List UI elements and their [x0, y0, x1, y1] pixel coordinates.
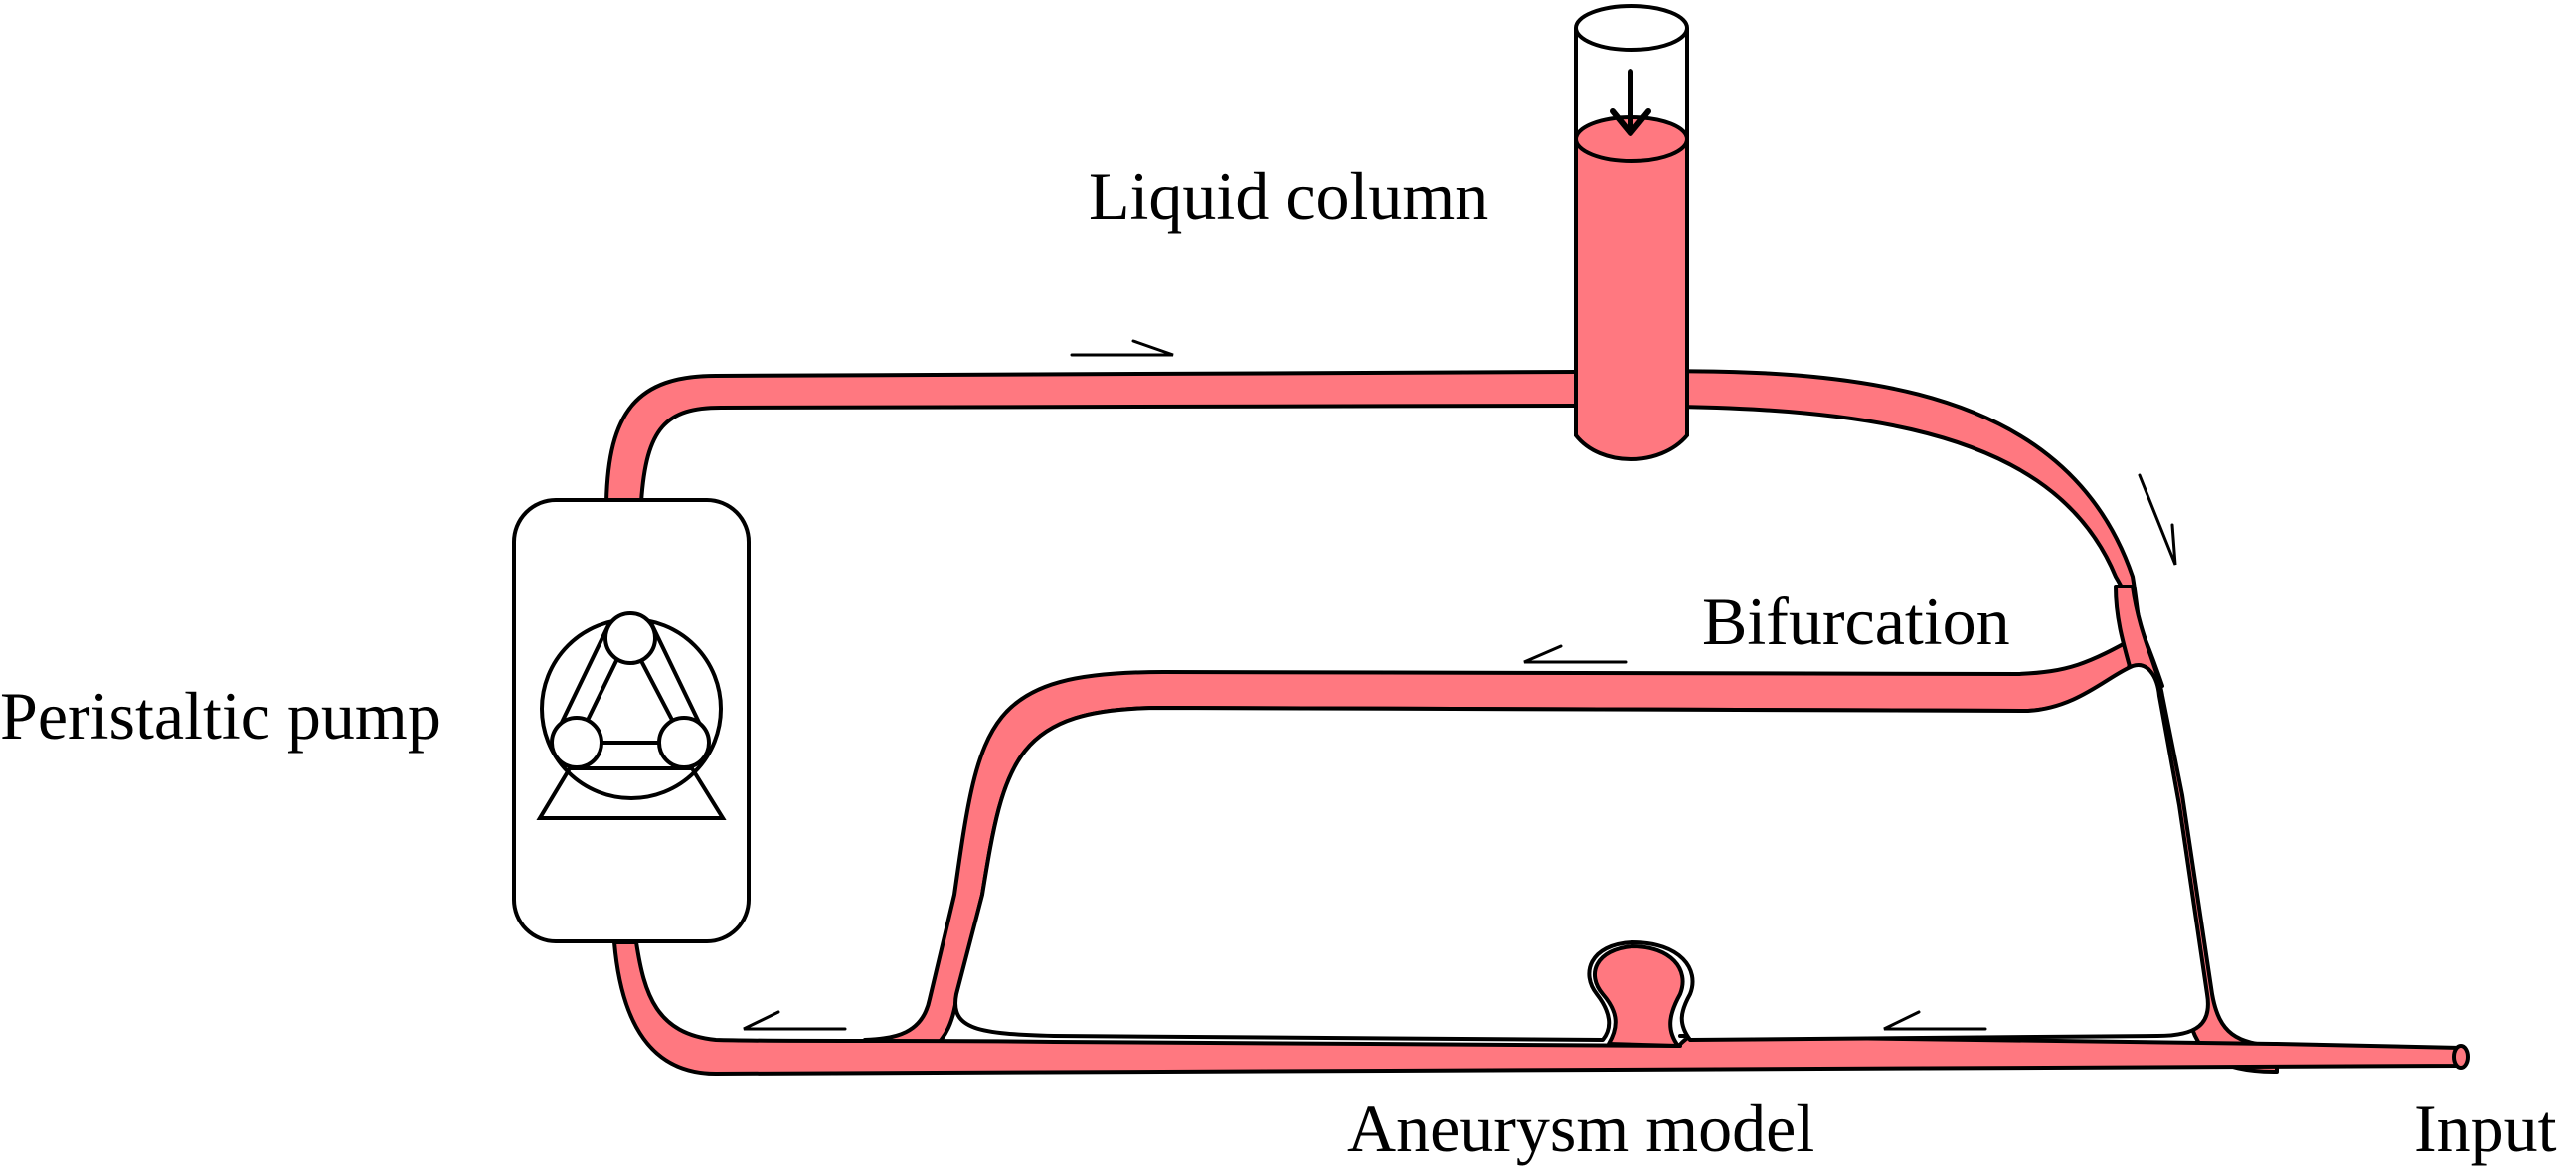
aneurysm-bulge: [1592, 944, 1685, 1048]
loop-interiors: [953, 663, 2210, 1042]
column-top-rim: [1574, 4, 1689, 52]
half-arrow-icon: [2138, 473, 2177, 566]
half-arrow-icon: [1523, 644, 1628, 664]
flow-arrows: [743, 339, 2177, 1031]
half-arrow-icon: [1070, 339, 1174, 357]
peristaltic-pump-label: Peristaltic pump: [0, 678, 441, 754]
half-arrow-icon: [743, 1010, 847, 1031]
column-fluid: [1574, 137, 1689, 461]
peristaltic-rotor-icon: [536, 611, 727, 820]
bifurcation-label: Bifurcation: [1702, 584, 2010, 659]
arrow-down-icon: [1610, 69, 1651, 136]
liquid-column-label: Liquid column: [1089, 158, 1488, 234]
input-tube-end: [2452, 1044, 2470, 1070]
input-label: Input: [2414, 1090, 2557, 1166]
aneurysm-model-label: Aneurysm model: [1347, 1090, 1814, 1166]
lower-loop-interior: [953, 663, 2210, 1042]
liquid-column: [1574, 4, 1689, 461]
half-arrow-icon: [1883, 1010, 1987, 1031]
